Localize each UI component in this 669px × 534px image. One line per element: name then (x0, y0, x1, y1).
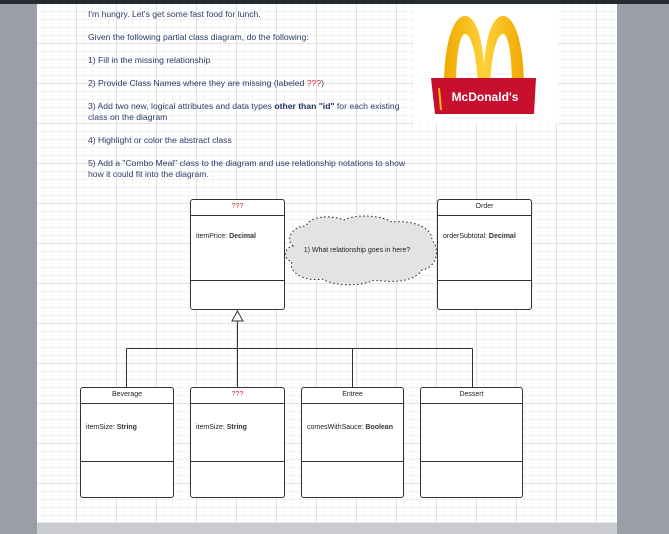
class-attributes[interactable]: comesWithSauce: Boolean (302, 404, 403, 462)
horizontal-scrollbar[interactable] (37, 522, 617, 534)
step-1-text: 1) Fill in the missing relationship (88, 55, 211, 65)
generalization-arrow-icon (231, 309, 244, 322)
left-gutter (0, 4, 37, 533)
step-2-text: 2) Provide Class Names where they are mi… (88, 78, 408, 89)
cloud-note-text: 1) What relationship goes in here? (304, 247, 411, 254)
attribute-name: orderSubtotal: (443, 233, 489, 240)
attribute-type: String (226, 424, 247, 431)
class-name-entree[interactable]: Entree (302, 388, 403, 404)
step-2-suffix: ) (321, 78, 324, 88)
window-top-bar (0, 0, 669, 4)
step-5-text: 5) Add a "Combo Meal" class to the diagr… (88, 158, 406, 179)
attribute-type: Boolean (365, 424, 393, 431)
class-box-unknown-child[interactable]: ??? itemSize: String (190, 387, 285, 498)
class-name-order[interactable]: Order (438, 200, 531, 216)
instructions-text: I'm hungry. Let's get some fast food for… (88, 9, 408, 192)
intro-text: I'm hungry. Let's get some fast food for… (88, 9, 261, 19)
attribute-name: comesWithSauce: (307, 424, 366, 431)
attribute-item-size: itemSize: String (86, 424, 137, 431)
mcdonalds-logo-panel: McDonald's (413, 4, 558, 124)
class-name-dessert[interactable]: Dessert (421, 388, 522, 404)
class-attributes[interactable] (421, 404, 522, 462)
attribute-type: String (116, 424, 137, 431)
class-box-beverage[interactable]: Beverage itemSize: String (80, 387, 174, 498)
question-cloud-shape (284, 215, 437, 286)
attribute-name: itemSize: (196, 424, 227, 431)
class-box-dessert[interactable]: Dessert (420, 387, 523, 498)
step-3-prefix: 3) Add two new, logical attributes and d… (88, 101, 275, 111)
class-box-menu-item[interactable]: ??? itemPrice: Decimal (190, 199, 285, 310)
step-2-marker: ??? (306, 78, 322, 88)
class-attributes[interactable]: itemSize: String (191, 404, 284, 462)
step-3-bold: other than "id" (274, 101, 335, 111)
step-2-prefix: 2) Provide Class Names where they are mi… (88, 78, 307, 88)
attribute-name: itemSize: (86, 424, 117, 431)
attribute-order-subtotal: orderSubtotal: Decimal (443, 233, 516, 240)
class-attributes[interactable]: itemPrice: Decimal (191, 216, 284, 281)
step-3-text: 3) Add two new, logical attributes and d… (88, 101, 408, 123)
attribute-type: Decimal (229, 233, 256, 240)
class-box-entree[interactable]: Entree comesWithSauce: Boolean (301, 387, 404, 498)
class-name-missing[interactable]: ??? (191, 200, 284, 216)
attribute-name: itemPrice: (196, 233, 230, 240)
class-attributes[interactable]: itemSize: String (81, 404, 173, 462)
mcdonalds-logo-icon: McDonald's (431, 16, 536, 114)
prompt-text: Given the following partial class diagra… (88, 32, 309, 42)
step-4-text: 4) Highlight or color the abstract class (88, 135, 232, 145)
step-3-suffix: for each existing class on the diagram (88, 101, 400, 122)
class-box-order[interactable]: Order orderSubtotal: Decimal (437, 199, 532, 310)
attribute-type: Decimal (488, 233, 516, 240)
mcdonalds-brand-text: McDonald's (452, 90, 519, 104)
right-gutter (617, 4, 669, 533)
attribute-item-price: itemPrice: Decimal (196, 233, 256, 240)
attribute-comes-with-sauce: comesWithSauce: Boolean (307, 424, 393, 431)
class-name-beverage[interactable]: Beverage (81, 388, 173, 404)
attribute-item-size: itemSize: String (196, 424, 247, 431)
class-name-missing[interactable]: ??? (191, 388, 284, 404)
class-attributes[interactable]: orderSubtotal: Decimal (438, 216, 531, 281)
